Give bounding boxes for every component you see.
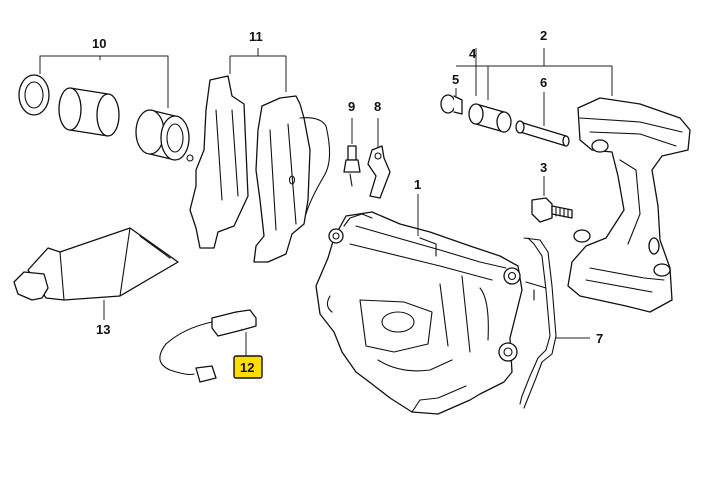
- highlight-box: [233, 355, 263, 379]
- spring-drawing: [519, 237, 557, 409]
- bolt-drawing: [531, 197, 573, 223]
- callout-10: 10: [92, 36, 106, 51]
- callout-5: 5: [452, 72, 459, 87]
- grease-tube-drawing: [13, 227, 179, 301]
- piston-kit-drawing: [18, 74, 190, 161]
- callout-8: 8: [374, 99, 381, 114]
- carrier-drawing: [567, 97, 691, 313]
- caliper-housing-drawing: [315, 211, 523, 415]
- callout-12: 12: [240, 360, 254, 375]
- callout-9: 9: [348, 99, 355, 114]
- callout-1: 1: [414, 177, 421, 192]
- callout-2: 2: [540, 28, 547, 43]
- callout-6: 6: [540, 75, 547, 90]
- leader-lines: [39, 48, 613, 356]
- guide-bushings-drawing: [440, 94, 570, 147]
- callout-13: 13: [96, 322, 110, 337]
- callout-11: 11: [249, 29, 263, 44]
- wear-sensor-drawing: [159, 309, 257, 383]
- callout-3: 3: [540, 160, 547, 175]
- callout-7: 7: [596, 331, 603, 346]
- callout-4: 4: [469, 46, 477, 61]
- bleeder-drawing: [343, 145, 391, 199]
- callout-labels: 10 11 2 4 5 6 9 8 3 1 13 7 12: [92, 28, 603, 379]
- brake-pads-drawing: [186, 75, 331, 263]
